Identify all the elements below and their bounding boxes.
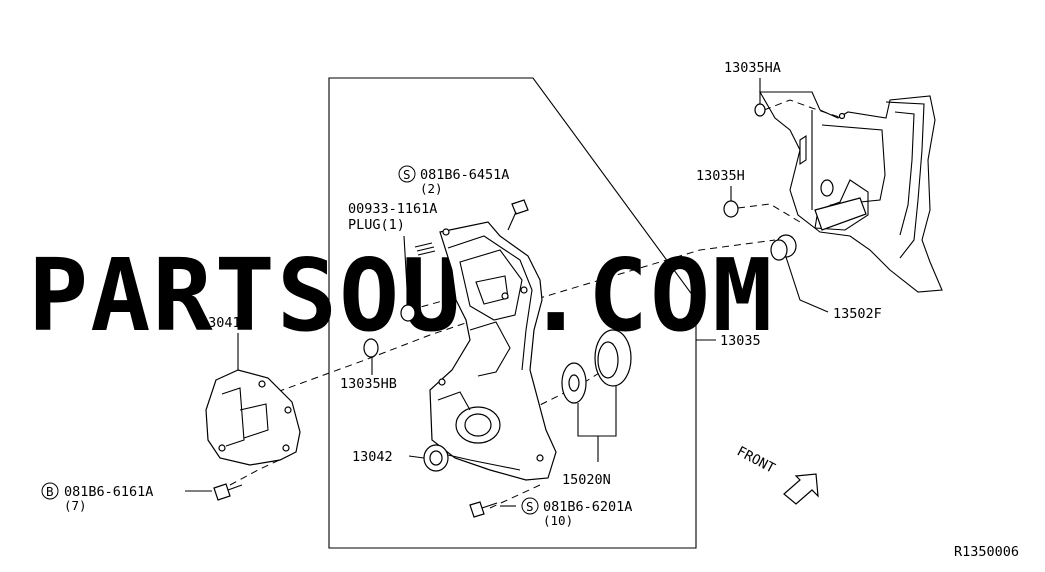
label-13502f: 13502F [833,306,882,322]
watermark: PARTSOUQ.COM [28,237,774,354]
qty-081b6-6161a: (7) [64,498,87,513]
diagram-code: R1350006 [954,544,1019,560]
label-081b6-6451a: 081B6-6451A [420,167,509,183]
label-13042: 13042 [352,449,393,465]
label-15020n: 15020N [562,472,611,488]
svg-text:B: B [46,484,54,499]
cover-13041p [205,369,301,466]
front-seal-13042 [423,444,449,472]
svg-text:S: S [403,167,411,182]
label-plug: PLUG(1) [348,217,405,233]
label-13035hb: 13035HB [340,376,397,392]
plug-00933-1161a [414,242,436,256]
seal-13502f [770,234,797,261]
assembly-boundary [328,77,697,549]
qty-081b6-6201a: (10) [543,513,573,528]
label-13035h: 13035H [696,168,745,184]
bolt-081b6-6201a [469,501,498,518]
svg-text:S: S [526,499,534,514]
label-13035: 13035 [720,333,761,349]
bolt-081b6-6161a [213,483,243,501]
o-ring-13035hb [363,338,379,358]
leader-line-15020n [577,386,617,462]
front-arrow-icon [783,473,819,505]
front-label: FRONT [734,443,777,476]
o-ring-13035h [723,200,739,218]
oil-pump-15020n [561,329,632,404]
leader-bolt-s10 [489,484,541,509]
label-13035ha: 13035HA [724,60,781,76]
engine-block-fragment [759,91,943,293]
leader-line-13042 [408,455,425,459]
label-081b6-6201a: 081B6-6201A [543,499,632,515]
crankshaft-stub [814,197,867,231]
leader-13035h [737,203,801,223]
o-ring-13035ha [754,103,766,117]
leader-line-plug [403,235,409,306]
qty-081b6-6451a: (2) [420,181,443,196]
leader-line-13502f [785,256,829,313]
oil-seal [400,304,416,322]
s-symbol-icon-2: S [521,497,539,515]
b-symbol-icon: B [41,482,59,500]
label-13041p: 13041P [200,315,249,331]
label-00933-1161a: 00933-1161A [348,201,437,217]
s-symbol-icon: S [398,165,416,183]
leader-13035ha [763,99,843,119]
front-cover-13035 [429,221,557,481]
label-081b6-6161a: 081B6-6161A [64,484,153,500]
bolt-081b6-6451a [507,199,529,231]
